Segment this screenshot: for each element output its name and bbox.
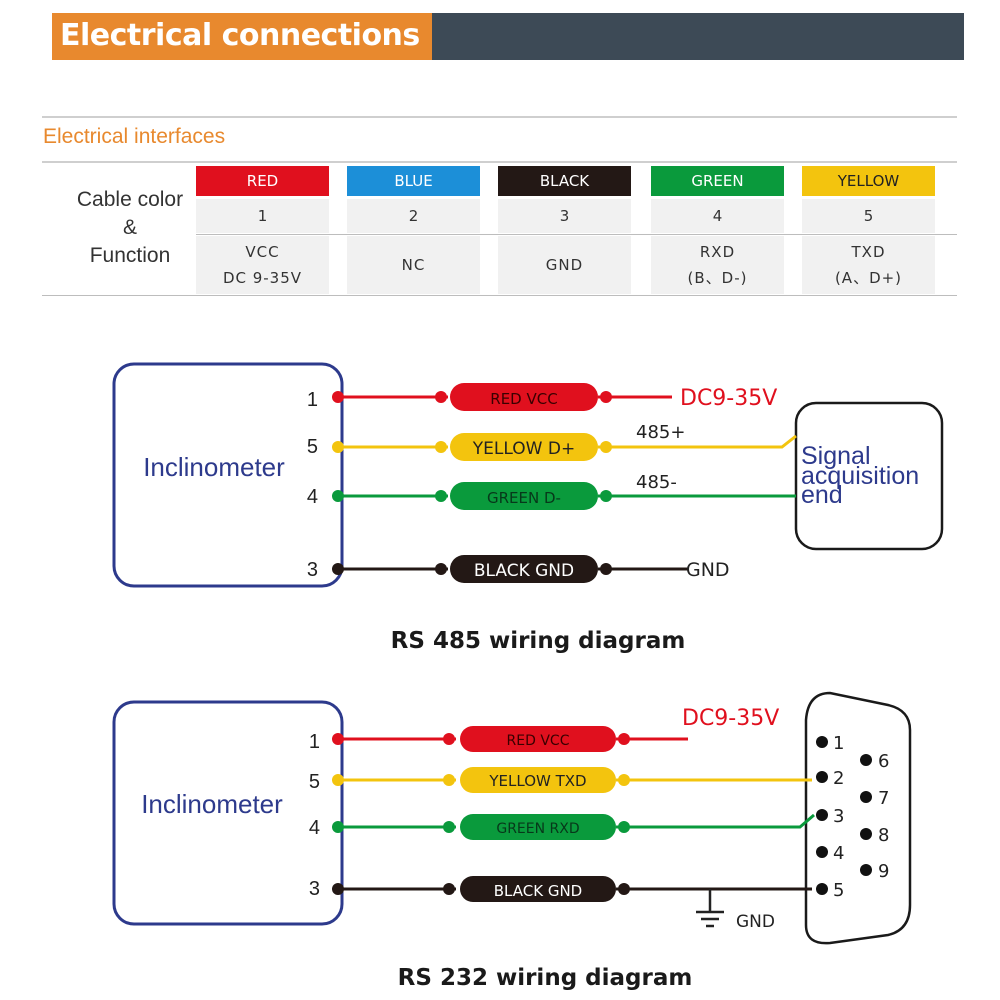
rs485-pin-dot-1 <box>332 391 344 403</box>
rs485-wire-black <box>450 555 598 583</box>
function-line: NC <box>401 256 426 274</box>
pin-number-1: 1 <box>196 199 329 233</box>
function-cell-4: RXD (B、D-) <box>651 236 784 294</box>
db9-pin-9: 9 <box>878 861 889 882</box>
cable-color-green: GREEN <box>651 166 784 196</box>
function-line: RXD <box>699 243 736 261</box>
db9-pin-2: 2 <box>833 768 844 789</box>
page-title: Electrical connections <box>60 18 420 53</box>
row-label-line-2: & <box>122 216 137 239</box>
rs232-supply-label: DC9-35V <box>682 706 779 731</box>
section-title: Electrical interfaces <box>43 125 226 148</box>
function-cell-2: NC <box>347 236 480 294</box>
db9-pin-1: 1 <box>833 733 844 754</box>
cable-color-black: BLACK <box>498 166 631 196</box>
db9-pin-6: 6 <box>878 751 889 772</box>
rs485-wire-red-label: RED VCC <box>490 390 557 408</box>
rs485-wire-black-label: BLACK GND <box>474 561 574 581</box>
cable-color-yellow: YELLOW <box>802 166 935 196</box>
rs485-pin-3: 3 <box>307 559 318 581</box>
function-cell-1: VCC DC 9-35V <box>196 236 329 294</box>
pin-number-3: 3 <box>498 199 631 233</box>
rs485-pin-1: 1 <box>307 389 318 411</box>
signal-acquisition-box <box>794 401 944 551</box>
table-top-rule <box>42 161 957 163</box>
rs485-wire-green-label: GREEN D- <box>487 489 561 507</box>
rs232-pin-1: 1 <box>309 731 320 753</box>
rs232-pin-5: 5 <box>309 771 320 793</box>
rs232-diagram: Inclinometer 1 2 3 4 5 6 7 8 9 <box>112 691 912 991</box>
rs485-pin-5: 5 <box>307 436 318 458</box>
header-bar-dark <box>432 13 964 60</box>
ground-icon <box>696 889 724 928</box>
target-line-1: Signal <box>801 442 871 470</box>
row-label-line-1: Cable color <box>76 188 184 211</box>
rs485-device-box <box>112 362 344 588</box>
db9-pins: 1 2 3 4 5 6 7 8 9 <box>816 733 889 901</box>
header-bar-orange <box>52 13 432 60</box>
row-label-line-3: Function <box>89 244 171 267</box>
function-line: VCC <box>245 243 280 261</box>
rs232-wire-green-label: GREEN RXD <box>496 821 579 837</box>
db9-pin-3: 3 <box>833 806 844 827</box>
rs232-device-box <box>112 700 344 926</box>
pin-number-5: 5 <box>802 199 935 233</box>
target-line-3: end <box>801 481 843 509</box>
rs485-supply-label: DC9-35V <box>680 386 777 411</box>
rs232-wire-red-label: RED VCC <box>507 733 570 749</box>
pin-number-2: 2 <box>347 199 480 233</box>
rs232-wire-green <box>460 814 616 840</box>
rs232-wire-yellow <box>460 767 616 793</box>
rs232-wire-black <box>460 876 616 902</box>
db9-pin-8: 8 <box>878 825 889 846</box>
rs485-wire-red <box>450 383 598 411</box>
rs232-wire-yellow-label: YELLOW TXD <box>488 772 586 790</box>
rs232-gnd-label: GND <box>736 912 775 932</box>
rs232-caption: RS 232 wiring diagram <box>398 965 693 991</box>
rs232-pin-3: 3 <box>309 878 320 900</box>
rs485-wire-yellow <box>450 433 598 461</box>
rs232-pin-4: 4 <box>309 817 320 839</box>
rs485-wire-yellow-label: YELLOW D+ <box>472 439 575 459</box>
table-bottom-rule <box>42 295 957 296</box>
section-divider <box>42 116 957 118</box>
function-cell-5: TXD (A、D+) <box>802 236 935 294</box>
rs485-device-label: Inclinometer <box>143 452 285 482</box>
pin-number-4: 4 <box>651 199 784 233</box>
db9-connector <box>804 691 912 945</box>
cable-color-blue: BLUE <box>347 166 480 196</box>
rs485-wire-green <box>450 482 598 510</box>
rs485-gnd-label: GND <box>686 559 730 581</box>
db9-pin-5: 5 <box>833 880 844 901</box>
function-cell-3: GND <box>498 236 631 294</box>
rs485-d-minus-label: 485- <box>636 472 677 493</box>
rs485-d-plus-label: 485+ <box>636 422 685 443</box>
cable-color-red: RED <box>196 166 329 196</box>
function-line: DC 9-35V <box>222 269 303 287</box>
rs232-wire-red <box>460 726 616 752</box>
rs485-diagram: Inclinometer Signal acquisition end RED … <box>112 362 944 654</box>
rs485-pin-4: 4 <box>307 486 318 508</box>
db9-pin-4: 4 <box>833 843 844 864</box>
function-line: TXD <box>851 243 886 261</box>
function-line: GND <box>545 256 584 274</box>
table-row-divider <box>196 234 957 235</box>
rs485-caption: RS 485 wiring diagram <box>391 628 686 654</box>
db9-pin-7: 7 <box>878 788 889 809</box>
rs232-device-label: Inclinometer <box>141 789 283 819</box>
function-line: (B、D-) <box>687 269 748 287</box>
target-line-2: acquisition <box>801 462 919 490</box>
signal-acquisition-label: Signal acquisition end <box>801 442 926 509</box>
function-line: (A、D+) <box>834 269 903 287</box>
rs232-wire-black-label: BLACK GND <box>494 882 582 900</box>
